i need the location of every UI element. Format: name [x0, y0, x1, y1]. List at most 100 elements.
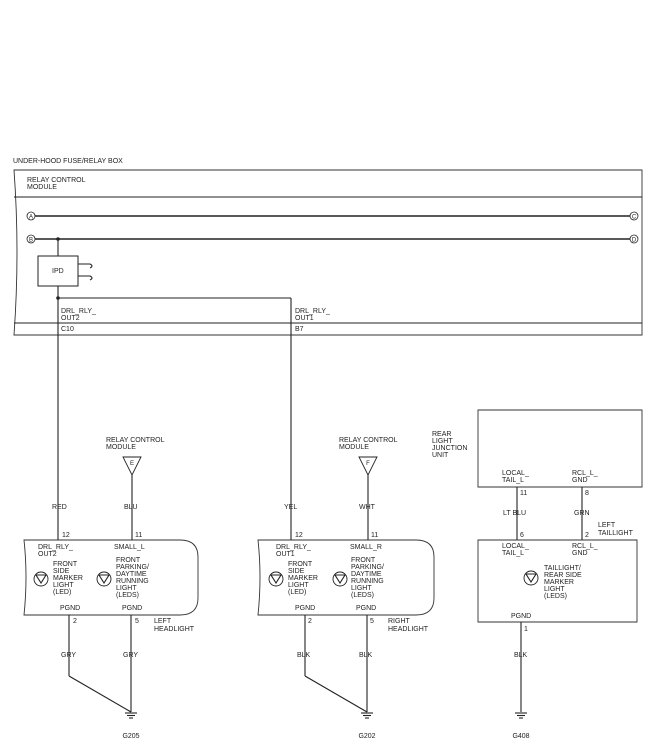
right-parking-3: DAYTIME [351, 571, 382, 578]
rear-pin-8: 8 [585, 490, 589, 497]
left-rcm-connector [122, 456, 142, 477]
left-gnd-merge [68, 675, 132, 713]
tl-lamp-3: MARKER [544, 579, 574, 586]
right-gnd-merge [304, 675, 368, 713]
right-marker-2: SIDE [288, 568, 305, 575]
left-headlight-name-1: LEFT [154, 618, 172, 625]
rear-unit-label-3: JUNCTION [432, 445, 467, 452]
left-rcm-label-1: RELAY CONTROL [106, 437, 165, 444]
fuse-box-outline [13, 169, 643, 336]
g205-label: G205 [122, 733, 139, 740]
out1-label-2: OUT1 [295, 315, 314, 322]
right-parking-4: RUNNING [351, 578, 384, 585]
bus-d-letter: D [632, 238, 637, 244]
right-pin-12: 12 [295, 532, 303, 539]
right-rcm-label-2: MODULE [339, 444, 369, 451]
yel-wire-label: YEL [284, 504, 297, 511]
left-marker-5: (LED) [53, 589, 71, 596]
right-drl-label-1: DRL_RLY_ [276, 544, 311, 551]
left-parking-5: LIGHT [116, 585, 137, 592]
right-rcm-label-1: RELAY CONTROL [339, 437, 398, 444]
right-parking-1: FRONT [351, 557, 376, 564]
right-pin-11: 11 [371, 532, 378, 539]
tl-lamp-5: (LEDS) [544, 593, 567, 600]
right-headlight-name-1: RIGHT [388, 618, 411, 625]
left-parking-6: (LEDS) [116, 592, 139, 599]
tl-local-tail-2: TAIL_L [502, 550, 524, 557]
blu-wire-label: BLU [124, 504, 138, 511]
fuse-relay-box: UNDER-HOOD FUSE/RELAY BOX RELAY CONTROL … [13, 158, 643, 336]
right-pgnd-1: PGND [295, 605, 315, 612]
right-small-label: SMALL_R [350, 544, 382, 551]
rear-rcl-1: RCL_L_ [572, 470, 598, 477]
grn-wire-label: GRN [574, 510, 590, 517]
out2-label-1: DRL_RLY_ [61, 308, 96, 315]
rear-local-tail-1: LOCAL_ [502, 470, 529, 477]
right-rcm-connector [358, 456, 378, 477]
fuse-box-title: UNDER-HOOD FUSE/RELAY BOX [13, 158, 123, 165]
left-marker-1: FRONT [53, 561, 78, 568]
tl-lamp-4: LIGHT [544, 586, 565, 593]
tl-lamp-2: REAR SIDE [544, 572, 582, 579]
rear-junction-unit-box [477, 409, 643, 488]
left-rcm-label-2: MODULE [106, 444, 136, 451]
left-small-label: SMALL_L [114, 544, 145, 551]
left-marker-2: SIDE [53, 568, 70, 575]
tl-pin-1: 1 [524, 626, 528, 633]
bus-b-letter: B [29, 238, 33, 244]
left-parking-2: PARKING/ [116, 564, 149, 571]
out1-label-1: DRL_RLY_ [295, 308, 330, 315]
right-marker-3: MARKER [288, 575, 318, 582]
g202-label: G202 [358, 733, 375, 740]
right-marker-4: LIGHT [288, 582, 309, 589]
left-parking-1: FRONT [116, 557, 141, 564]
right-marker-led-symbol [270, 574, 282, 585]
out2-label-2: OUT2 [61, 315, 80, 322]
left-pin-5: 5 [135, 618, 139, 625]
right-marker-1: FRONT [288, 561, 313, 568]
bus-c-marker [629, 211, 639, 221]
connector-c10: C10 [61, 326, 74, 333]
tl-blk-wire-label: BLK [514, 652, 528, 659]
wht-wire-label: WHT [359, 504, 376, 511]
right-pgnd-2: PGND [356, 605, 376, 612]
left-taillight-name-2: TAILLIGHT [598, 530, 634, 537]
left-taillight-name-1: LEFT [598, 522, 616, 529]
left-parking-4: RUNNING [116, 578, 149, 585]
relay-module-label-1: RELAY CONTROL [27, 177, 86, 184]
bus-a-letter: A [29, 215, 33, 221]
left-pin-2: 2 [73, 618, 77, 625]
right-pin-5: 5 [370, 618, 374, 625]
right-gnd-wire-a-label: BLK [297, 652, 311, 659]
tl-lamp-1: TAILLIGHT/ [544, 565, 581, 572]
rear-unit-label-1: REAR [432, 431, 451, 438]
left-parking-led-symbol [98, 574, 110, 585]
left-headlight-name-2: HEADLIGHT [154, 626, 195, 633]
right-headlight-circuit: YEL 12 RELAY CONTROL MODULE F WHT 11 DRL… [257, 335, 435, 740]
right-drl-label-2: OUT1 [276, 551, 295, 558]
right-rcm-letter: F [366, 461, 370, 467]
left-pin-12: 12 [62, 532, 70, 539]
right-parking-led-symbol [334, 574, 346, 585]
connector-b7: B7 [295, 326, 304, 333]
tl-local-tail-1: LOCAL_ [502, 543, 529, 550]
g408-label: G408 [512, 733, 529, 740]
rear-pin-2: 2 [585, 532, 589, 539]
right-marker-5: (LED) [288, 589, 306, 596]
left-marker-4: LIGHT [53, 582, 74, 589]
right-parking-6: (LEDS) [351, 592, 374, 599]
right-gnd-wire-b-label: BLK [359, 652, 373, 659]
left-taillight-circuit: REAR LIGHT JUNCTION UNIT LOCAL_ TAIL_L R… [432, 409, 643, 740]
tl-rcl-2: GND [572, 550, 588, 557]
left-pgnd-2: PGND [122, 605, 142, 612]
ipd-label: IPD [52, 268, 64, 275]
red-wire-label: RED [52, 504, 67, 511]
right-pin-2: 2 [308, 618, 312, 625]
right-parking-5: LIGHT [351, 585, 372, 592]
left-taillight-box [477, 539, 638, 623]
left-gnd-wire-b-label: GRY [123, 652, 138, 659]
left-drl-label-1: DRL_RLY_ [38, 544, 73, 551]
relay-module-label-2: MODULE [27, 184, 57, 191]
rear-unit-label-4: UNIT [432, 452, 449, 459]
